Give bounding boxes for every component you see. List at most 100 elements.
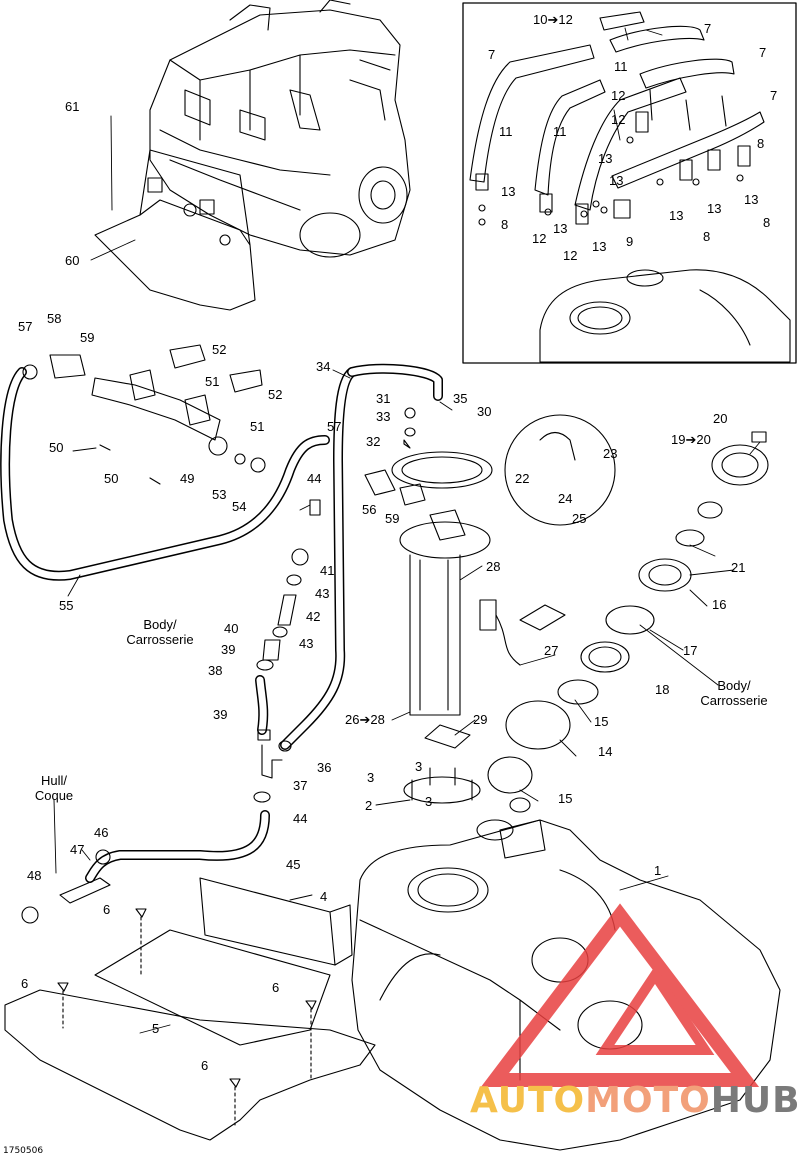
callout: 20	[713, 411, 728, 426]
injector-drawing	[22, 344, 266, 485]
callout: 12	[563, 248, 578, 263]
callout: 13	[707, 201, 722, 216]
callout: 13	[598, 151, 613, 166]
fuel-tank-drawing	[351, 819, 781, 1151]
callout: 6	[272, 980, 280, 995]
note-line: Hull/	[40, 773, 67, 788]
callout: 59	[80, 330, 95, 345]
callout: 18	[655, 682, 670, 697]
callout: 6	[21, 976, 29, 991]
callout: 31	[376, 391, 391, 406]
callout: 57	[327, 419, 342, 434]
note-line: Coque	[34, 788, 74, 803]
callout: 52	[268, 387, 283, 402]
callout: 19➔20	[671, 432, 711, 447]
callout: 50	[49, 440, 64, 455]
callout: 59	[385, 511, 400, 526]
callout: 4	[320, 889, 328, 904]
callout: 33	[376, 409, 391, 424]
fastener-drawing	[57, 908, 317, 1126]
callout: 43	[315, 586, 330, 601]
fitting-drawing	[21, 499, 321, 924]
callout: 14	[598, 744, 613, 759]
callout: 34	[316, 359, 331, 374]
callout: 8	[501, 217, 509, 232]
callout: 8	[703, 229, 711, 244]
callout: 53	[212, 487, 227, 502]
callout: 56	[362, 502, 377, 517]
callout: 21	[731, 560, 746, 575]
callout: 39	[213, 707, 228, 722]
callout: 45	[286, 857, 301, 872]
callout: 46	[94, 825, 109, 840]
callout: 23	[603, 446, 618, 461]
callout: 3	[367, 770, 375, 785]
callout: 8	[757, 136, 765, 151]
callout: 43	[299, 636, 314, 651]
callout: 40	[224, 621, 239, 636]
callout: 51	[250, 419, 265, 434]
callout: 42	[306, 609, 321, 624]
callout: 11	[614, 59, 628, 74]
callout: 28	[486, 559, 501, 574]
figure-code: 1750506	[3, 1146, 44, 1156]
callout: 12	[611, 88, 626, 103]
callout: 38	[208, 663, 223, 678]
callout: 58	[47, 311, 62, 326]
callout: 15	[558, 791, 573, 806]
callout: 35	[453, 391, 468, 406]
callout: 8	[763, 215, 771, 230]
callout: 5	[152, 1021, 160, 1036]
note-body-right: Body/ Carrosserie	[688, 678, 780, 708]
callout: 37	[293, 778, 308, 793]
callout: 55	[59, 598, 74, 613]
callout: 11	[553, 124, 567, 139]
callout: 25	[572, 511, 587, 526]
callout: 16	[712, 597, 727, 612]
callout: 52	[212, 342, 227, 357]
callout: 13	[553, 221, 568, 236]
callout: 7	[704, 21, 712, 36]
note-hull: Hull/ Coque	[26, 773, 82, 803]
watermark-part: HUB	[710, 1080, 800, 1121]
callout: 6	[201, 1058, 209, 1073]
callout: 57	[18, 319, 33, 334]
bracket-drawing	[94, 149, 256, 311]
callout: 11	[499, 124, 513, 139]
callout: 27	[544, 643, 559, 658]
strap-drawing	[469, 11, 765, 226]
note-line: Carrosserie	[700, 693, 768, 708]
pad-drawing	[4, 877, 376, 1141]
watermark-part: MOTO	[585, 1080, 711, 1121]
callout: 13	[669, 208, 684, 223]
watermark-part: AUTO	[470, 1080, 586, 1121]
callout: 44	[307, 471, 322, 486]
callout: 51	[205, 374, 220, 389]
engine-drawing	[149, 0, 411, 258]
callout: 54	[232, 499, 247, 514]
note-line: Carrosserie	[126, 632, 194, 647]
note-line: Body/	[143, 617, 177, 632]
callout: 50	[104, 471, 119, 486]
callout: 2	[365, 798, 373, 813]
note-line: Body/	[717, 678, 751, 693]
callout: 1	[654, 863, 662, 878]
callout: 26➔28	[345, 712, 385, 727]
callout: 9	[626, 234, 634, 249]
callout: 6	[103, 902, 111, 917]
callout: 60	[65, 253, 80, 268]
callout: 3	[425, 794, 433, 809]
callout: 61	[65, 99, 80, 114]
callout: 41	[320, 563, 335, 578]
callout: 13	[592, 239, 607, 254]
callout: 17	[683, 643, 698, 658]
callout: 24	[558, 491, 573, 506]
callout: 44	[293, 811, 308, 826]
inset-frame	[462, 2, 797, 364]
callout: 10➔12	[533, 12, 573, 27]
logo-triangle-icon	[480, 903, 760, 1087]
callout: 7	[770, 88, 778, 103]
callout: 3	[415, 759, 423, 774]
callout: 7	[488, 47, 496, 62]
